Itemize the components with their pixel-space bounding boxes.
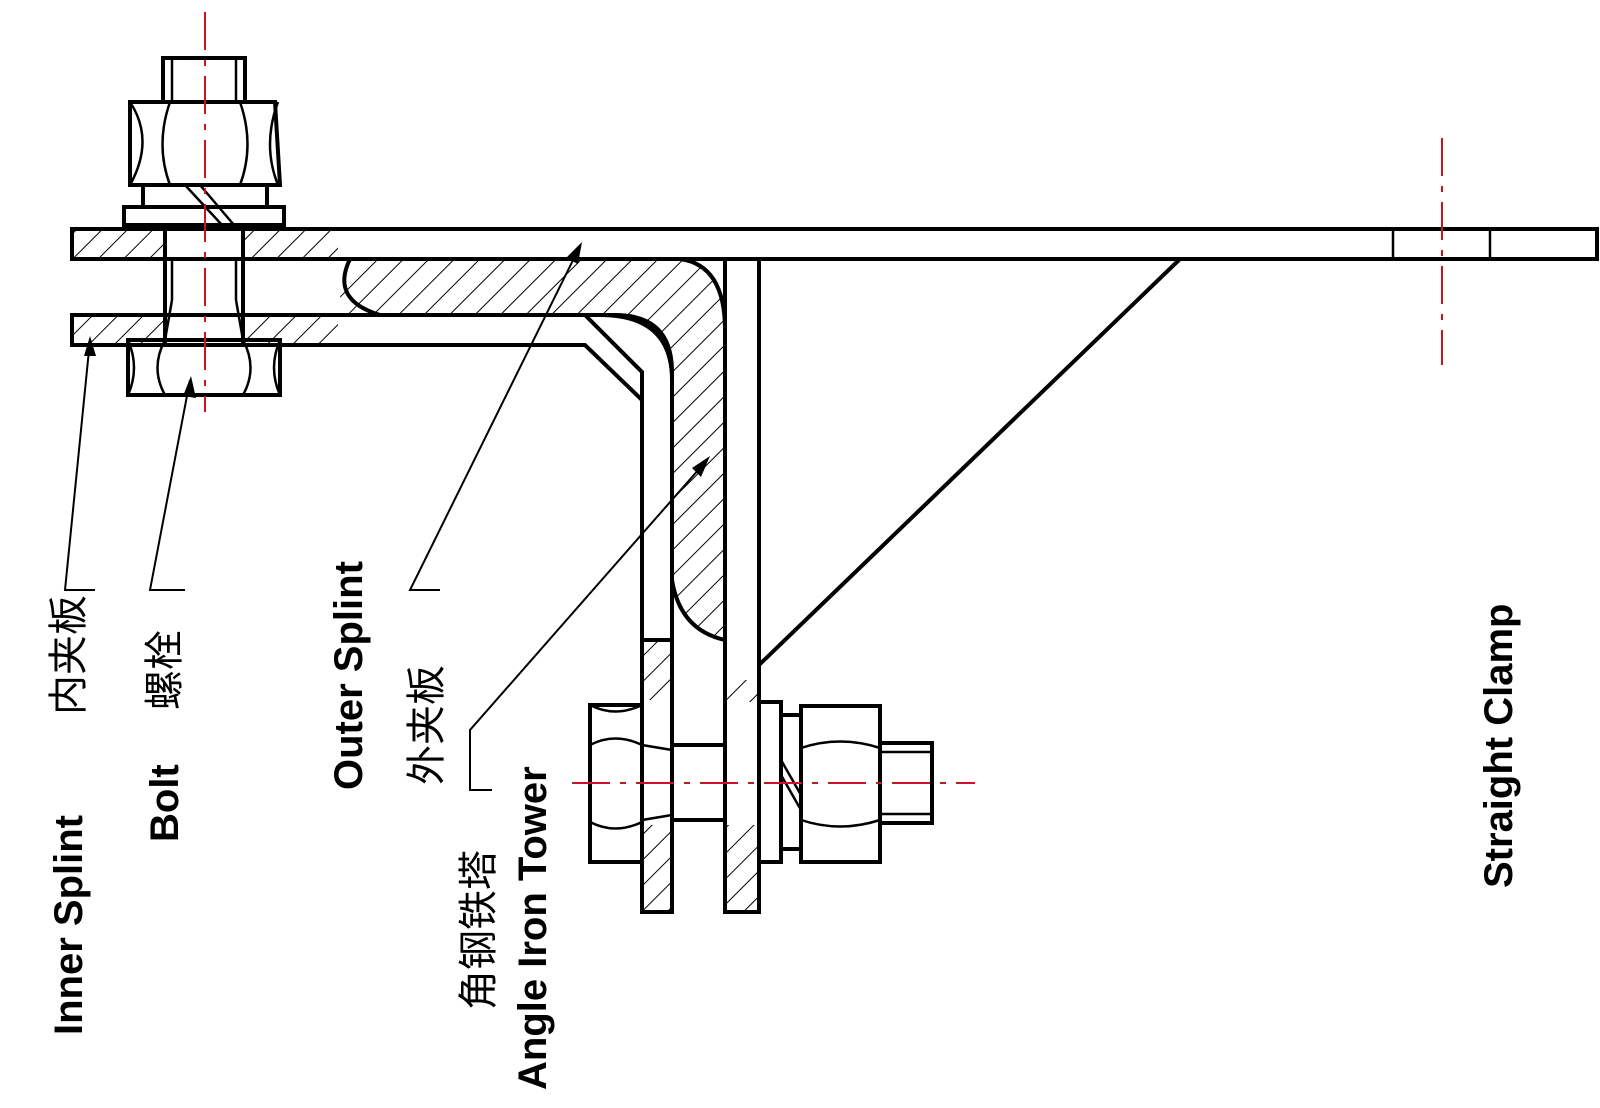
label-angle-iron-cn: 角钢铁塔 — [456, 850, 502, 1010]
label-inner-splint-en: Inner Splint — [47, 815, 91, 1035]
labels: Inner Splint 内夹板 Bolt 螺栓 Outer Splint 外夹… — [46, 561, 1521, 1090]
label-angle-iron-en: Angle Iron Tower — [511, 766, 555, 1090]
label-straight-clamp-en: Straight Clamp — [1477, 604, 1521, 888]
clamp-vertical-leg — [640, 257, 1182, 914]
leader-lines — [63, 242, 710, 791]
label-bolt-en: Bolt — [143, 764, 187, 842]
label-bolt-cn: 螺栓 — [142, 630, 188, 710]
label-inner-splint-cn: 内夹板 — [46, 595, 92, 715]
label-outer-splint-en: Outer Splint — [327, 561, 371, 790]
label-outer-splint-cn: 外夹板 — [404, 665, 450, 785]
centerlines — [204, 12, 1443, 784]
outer-splint-plate — [70, 227, 1599, 261]
